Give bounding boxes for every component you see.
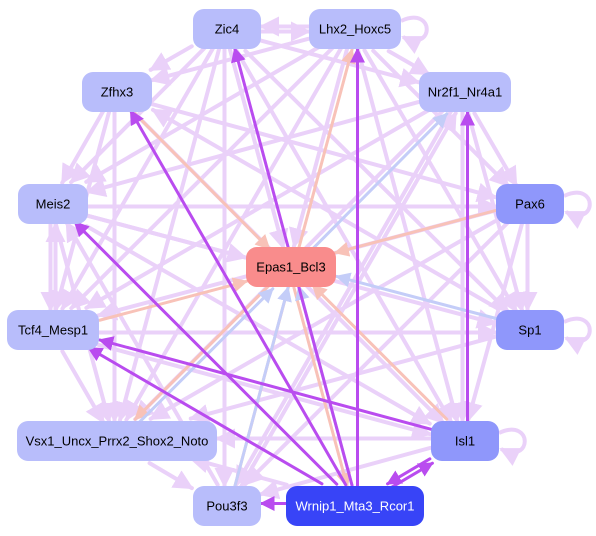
node-isl1[interactable]: Isl1: [431, 421, 499, 461]
edge-isl1-to-pou3f3: [258, 445, 433, 500]
node-box-epas1[interactable]: [246, 247, 336, 287]
edge-lhx2-to-epas1: [288, 46, 350, 249]
self-loops-layer: [400, 15, 592, 466]
node-box-isl1[interactable]: [431, 421, 499, 461]
node-tcf4[interactable]: Tcf4_Mesp1: [7, 310, 99, 350]
node-label-zfhx3: Zfhx3: [101, 85, 134, 100]
edge-tcf4-to-epas1: [98, 277, 249, 322]
node-box-vsx1[interactable]: [17, 421, 217, 461]
edge-meis2-to-isl1: [84, 224, 432, 426]
node-label-isl1: Isl1: [455, 434, 475, 449]
node-label-wrnip1: Wrnip1_Mta3_Rcor1: [296, 499, 415, 514]
node-label-nr2f1: Nr2f1_Nr4a1: [428, 85, 502, 100]
edge-tcf4-to-vsx1: [60, 349, 106, 425]
self-loop-lhx2: [400, 15, 429, 54]
edge-zic4-to-isl1: [234, 48, 454, 425]
node-label-tcf4: Tcf4_Mesp1: [18, 323, 88, 338]
node-box-sp1[interactable]: [496, 310, 564, 350]
edge-nr2f1-to-tcf4: [84, 107, 432, 310]
node-box-wrnip1[interactable]: [286, 486, 424, 526]
node-label-epas1: Epas1_Bcl3: [256, 260, 325, 275]
edge-isl1-to-tcf4: [98, 336, 434, 431]
edge-wrnip1-to-tcf4: [87, 346, 324, 486]
node-nr2f1[interactable]: Nr2f1_Nr4a1: [419, 72, 511, 112]
edge-zfhx3-to-pax6: [149, 101, 498, 203]
edge-zic4-to-epas1: [227, 47, 289, 250]
node-epas1[interactable]: Epas1_Bcl3: [246, 247, 336, 287]
edge-pou3f3-to-epas1: [233, 286, 292, 489]
edge-pax6-to-isl1: [463, 221, 525, 423]
node-label-vsx1: Vsx1_Uncx_Prrx2_Shox2_Noto: [26, 434, 209, 449]
node-label-sp1: Sp1: [518, 323, 541, 338]
edge-sp1-to-epas1: [335, 272, 499, 321]
node-label-meis2: Meis2: [36, 197, 71, 212]
node-label-pou3f3: Pou3f3: [206, 499, 247, 514]
node-sp1[interactable]: Sp1: [496, 310, 564, 350]
edge-wrnip1-to-meis2: [73, 220, 339, 486]
edge-pax6-to-pou3f3: [243, 220, 511, 487]
self-loop-isl1: [498, 427, 527, 466]
node-box-tcf4[interactable]: [7, 310, 99, 350]
node-lhx2[interactable]: Lhx2_Hoxc5: [309, 9, 401, 49]
edge-pax6-to-vsx1: [148, 219, 497, 421]
edge-epas1-to-vsx1: [133, 283, 271, 421]
node-pou3f3[interactable]: Pou3f3: [193, 486, 261, 526]
edge-isl1-to-wrnip1: [386, 457, 432, 486]
edge-wrnip1-to-zfhx3: [129, 109, 348, 487]
node-label-pax6: Pax6: [515, 197, 545, 212]
node-vsx1[interactable]: Vsx1_Uncx_Prrx2_Shox2_Noto: [17, 421, 217, 461]
node-label-zic4: Zic4: [215, 22, 240, 37]
node-zfhx3[interactable]: Zfhx3: [82, 72, 152, 112]
node-box-pax6[interactable]: [496, 184, 564, 224]
node-wrnip1[interactable]: Wrnip1_Mta3_Rcor1: [286, 486, 424, 526]
edge-sp1-to-vsx1: [188, 334, 498, 424]
node-box-zfhx3[interactable]: [82, 72, 152, 112]
edge-zic4-to-zfhx3: [148, 44, 194, 72]
edge-wrnip1-to-isl1: [388, 461, 434, 490]
node-meis2[interactable]: Meis2: [18, 184, 88, 224]
node-pax6[interactable]: Pax6: [496, 184, 564, 224]
edge-zic4-to-vsx1: [114, 46, 222, 423]
node-box-nr2f1[interactable]: [419, 72, 511, 112]
edge-zfhx3-to-epas1: [133, 112, 271, 251]
edge-nr2f1-to-pou3f3: [234, 108, 454, 487]
edge-vsx1-to-pou3f3: [147, 461, 194, 491]
self-loop-sp1: [563, 316, 592, 355]
node-box-meis2[interactable]: [18, 184, 88, 224]
node-zic4[interactable]: Zic4: [193, 9, 261, 49]
edge-lhx2-to-zfhx3: [149, 36, 311, 86]
edge-vsx1-to-epas1: [137, 287, 275, 425]
node-box-lhx2[interactable]: [309, 9, 401, 49]
edge-meis2-to-epas1: [85, 213, 248, 263]
edge-sp1-to-zfhx3: [150, 107, 500, 311]
edge-isl1-to-epas1: [311, 283, 449, 421]
node-box-zic4[interactable]: [193, 9, 261, 49]
edge-lhx2-to-meis2: [84, 44, 322, 184]
edge-epas1-to-nr2f1: [311, 112, 449, 251]
edge-nr2f1-to-pax6: [472, 111, 519, 188]
node-label-lhx2: Lhx2_Hoxc5: [319, 22, 391, 37]
edge-epas1-to-wrnip1: [292, 286, 351, 489]
edge-nr2f1-to-meis2: [85, 100, 421, 198]
edge-lhx2-to-nr2f1: [386, 49, 431, 77]
self-loop-pax6: [563, 190, 592, 229]
node-box-pou3f3[interactable]: [193, 486, 261, 526]
edge-zic4-to-nr2f1: [258, 38, 421, 88]
edge-tcf4-to-isl1: [96, 342, 433, 440]
edge-zfhx3-to-meis2: [60, 108, 106, 185]
